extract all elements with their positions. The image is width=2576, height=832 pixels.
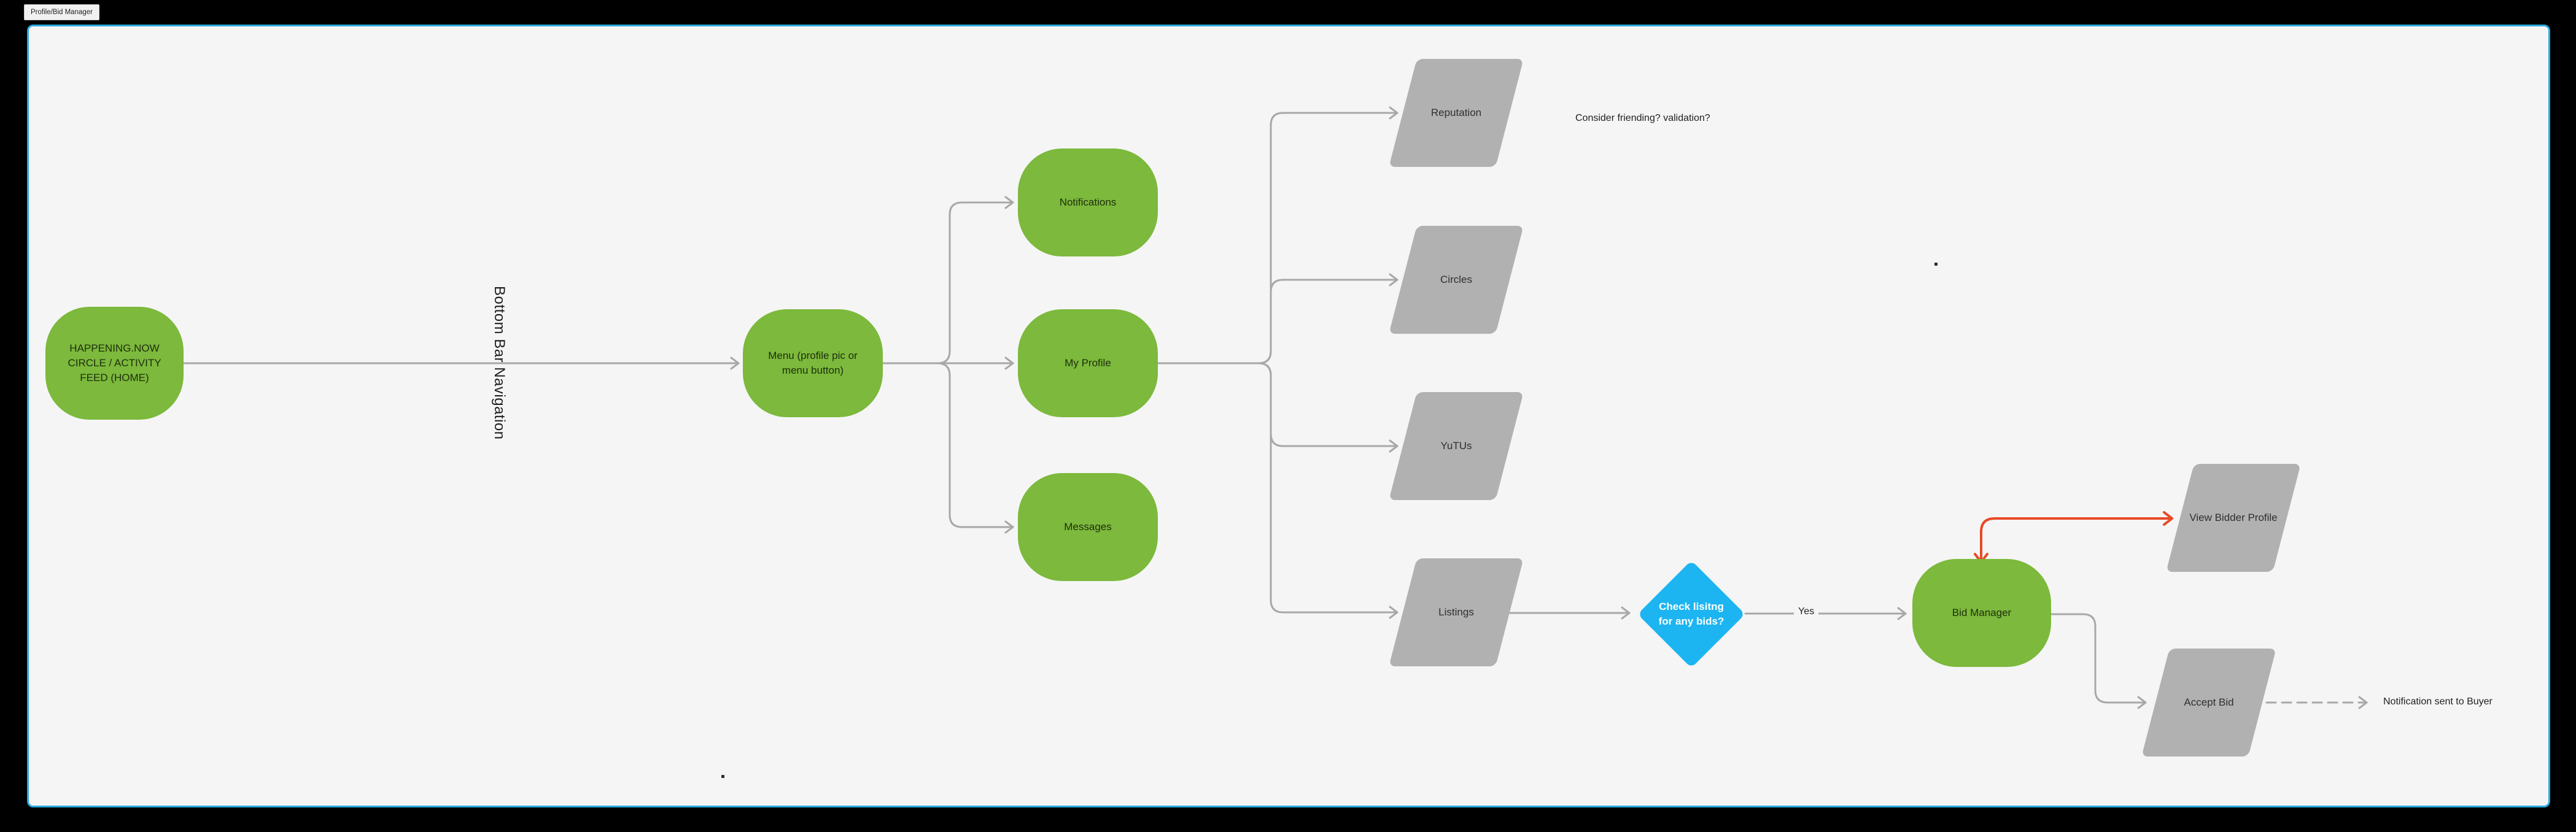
flow-node-label: HAPPENING.NOW CIRCLE / ACTIVITY FEED (HO… <box>68 342 161 383</box>
connector-bidmanager-to-acceptbid[interactable] <box>2050 613 2147 709</box>
bottom-bar-navigation-label[interactable]: Bottom Bar Navigation <box>491 286 508 440</box>
yes-edge-label[interactable]: Yes <box>1794 606 1819 617</box>
flow-node-menu[interactable]: Menu (profile pic or menu button) <box>743 309 883 417</box>
connector-myprofile-to-circles[interactable] <box>1156 273 1399 364</box>
flow-node-reputation[interactable]: Reputation <box>1389 59 1524 167</box>
flow-node-label: Menu (profile pic or menu button) <box>768 350 858 376</box>
flow-node-label: Circles <box>1440 274 1472 285</box>
frame-title-tab[interactable]: Profile/Bid Manager <box>24 4 99 20</box>
flow-node-notifications[interactable]: Notifications <box>1018 148 1158 256</box>
flow-node-accept-bid[interactable]: Accept Bid <box>2141 649 2276 757</box>
flow-node-label: View Bidder Profile <box>2189 512 2278 523</box>
flow-node-label: Bid Manager <box>1952 607 2012 618</box>
flow-node-my-profile[interactable]: My Profile <box>1018 309 1158 417</box>
flow-node-circles[interactable]: Circles <box>1389 226 1524 334</box>
flow-node-check-bids-decision[interactable]: Check lisitng for any bids? <box>1637 560 1745 668</box>
consider-friending-annotation[interactable]: Consider friending? validation? <box>1575 113 1710 123</box>
flow-node-label: Check lisitng for any bids? <box>1658 601 1724 627</box>
connector-bidmanager-viewbidder-highlight[interactable] <box>1974 511 2173 563</box>
flow-node-listings[interactable]: Listings <box>1389 558 1524 666</box>
flow-node-bid-manager[interactable]: Bid Manager <box>1912 559 2051 667</box>
flow-node-label: Accept Bid <box>2184 696 2234 708</box>
notification-sent-annotation[interactable]: Notification sent to Buyer <box>2383 696 2493 707</box>
flow-node-label: Reputation <box>1430 107 1482 118</box>
flow-node-messages[interactable]: Messages <box>1018 473 1158 581</box>
flow-node-label: Notifications <box>1059 196 1117 208</box>
flow-node-label: YuTUs <box>1440 440 1472 452</box>
flow-node-view-bidder-profile[interactable]: View Bidder Profile <box>2166 464 2301 572</box>
connector-menu-to-messages[interactable] <box>882 362 1014 534</box>
stray-dot[interactable] <box>1934 263 1938 266</box>
stray-dot[interactable] <box>721 775 724 778</box>
flow-node-happening-now-home[interactable]: HAPPENING.NOW CIRCLE / ACTIVITY FEED (HO… <box>45 307 184 420</box>
connector-myprofile-to-listings[interactable] <box>1156 362 1399 619</box>
flow-node-yutus[interactable]: YuTUs <box>1389 392 1524 500</box>
flow-node-label: My Profile <box>1065 357 1111 369</box>
diagram-canvas[interactable] <box>27 25 2550 807</box>
flow-node-label: Messages <box>1064 521 1112 533</box>
flow-node-label: Listings <box>1438 606 1474 618</box>
